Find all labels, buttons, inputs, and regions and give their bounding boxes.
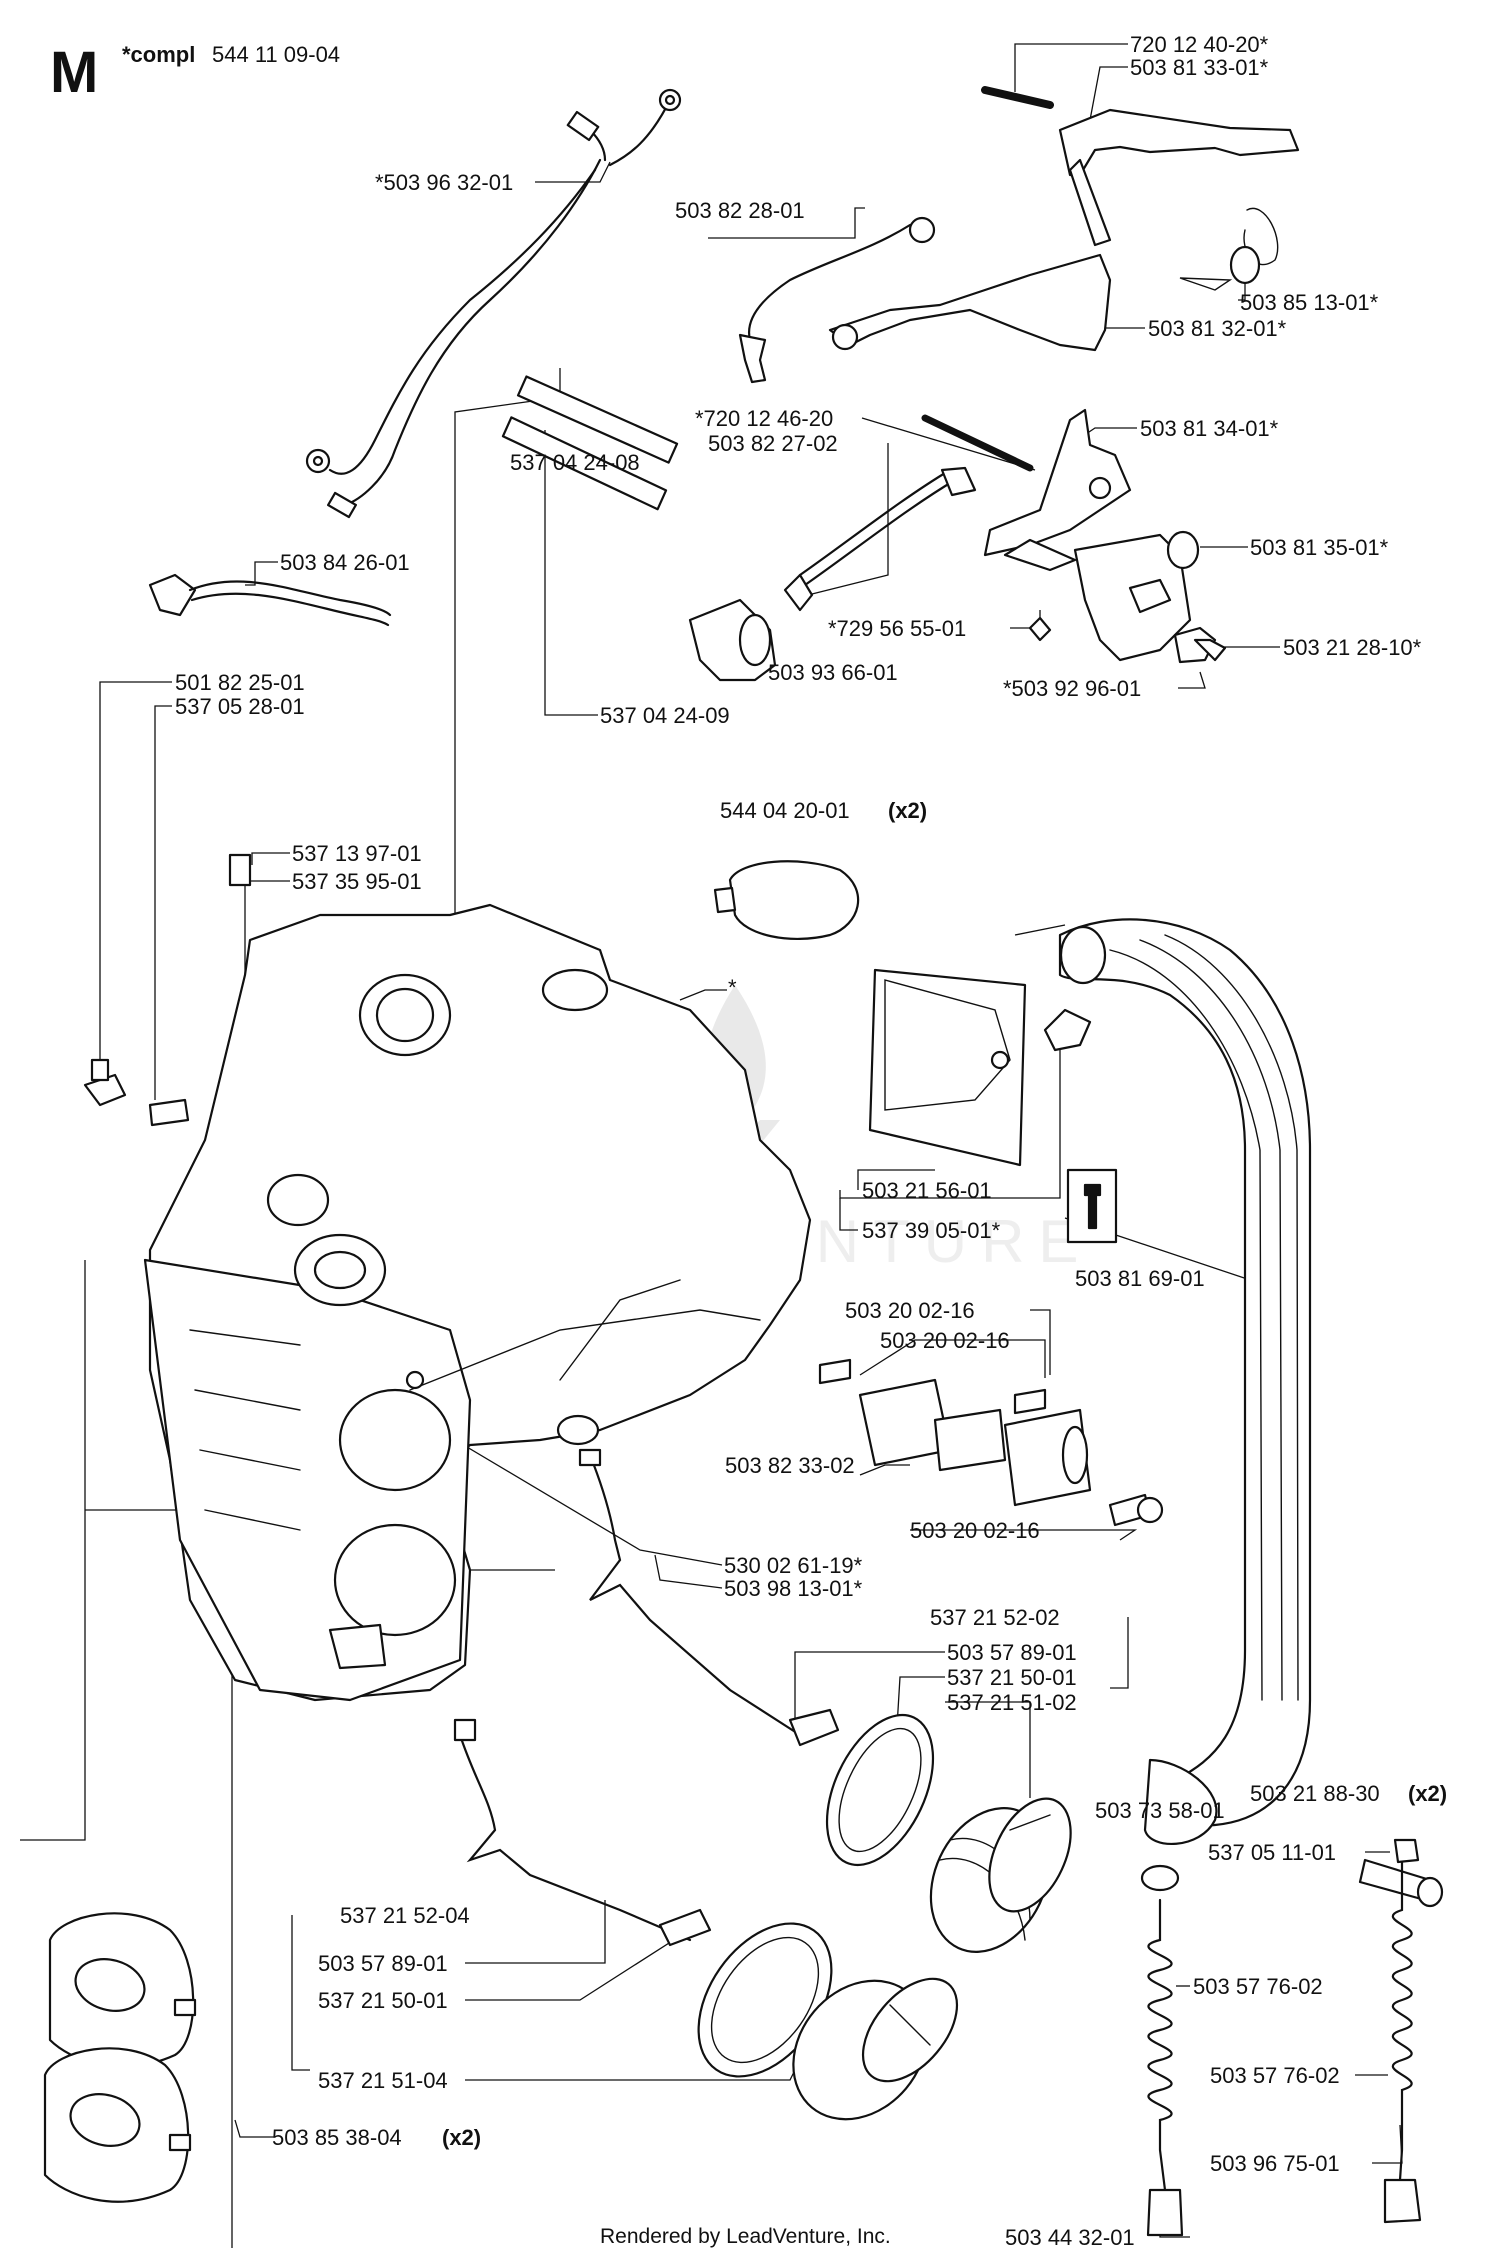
part-label: 501 82 25-01: [175, 670, 305, 695]
part-label: 503 20 02-16: [845, 1298, 975, 1323]
part-label: 503 81 33-01*: [1130, 55, 1269, 80]
part-label: 544 04 20-01: [720, 798, 850, 823]
part-label: 537 21 51-02: [947, 1690, 1077, 1715]
grommet-pair: [43, 1912, 197, 2203]
part-label-qty: (x2): [888, 798, 927, 823]
part-label: 503 85 13-01*: [1240, 290, 1379, 315]
part-label-qty: (x2): [442, 2125, 481, 2150]
part-label: 503 96 75-01: [1210, 2151, 1340, 2176]
air-filter: [868, 968, 1118, 1244]
part-label: 503 57 89-01: [318, 1951, 448, 1976]
part-labels: 720 12 40-20* 503 81 33-01* *503 96 32-0…: [175, 32, 1447, 2248]
tank-caps: [697, 1713, 1072, 2121]
part-label: 503 21 28-10*: [1283, 635, 1422, 660]
part-label: 537 04 24-09: [600, 703, 730, 728]
part-label: 537 21 50-01: [947, 1665, 1077, 1690]
part-label: 530 02 61-19*: [724, 1553, 863, 1578]
part-label: 503 81 69-01: [1075, 1266, 1205, 1291]
compl-label: *compl: [122, 42, 195, 67]
part-label: 537 05 28-01: [175, 694, 305, 719]
part-label: 537 21 52-02: [930, 1605, 1060, 1630]
fuel-tank-body: [143, 903, 812, 1702]
part-label: 503 21 56-01: [862, 1178, 992, 1203]
part-label: 537 21 51-04: [318, 2068, 448, 2093]
front-handle: [1058, 918, 1444, 1908]
part-label: 503 57 89-01: [947, 1640, 1077, 1665]
part-label: 537 04 24-08: [510, 450, 640, 475]
part-label: 503 20 02-16: [880, 1328, 1010, 1353]
part-label: 537 21 50-01: [318, 1988, 448, 2013]
part-label: 503 81 32-01*: [1148, 316, 1287, 341]
fuel-hose-springs: [1140, 1838, 1422, 2237]
plug-cap: [713, 860, 860, 941]
fuel-hoses: [148, 375, 777, 682]
part-label: *: [728, 975, 737, 1000]
tank-fittings: [83, 853, 252, 1127]
part-label: 503 82 33-02: [725, 1453, 855, 1478]
part-label: *720 12 46-20: [695, 406, 833, 431]
part-label: 503 73 58-01: [1095, 1798, 1225, 1823]
part-label: 503 57 76-02: [1193, 1974, 1323, 1999]
footer-credit: Rendered by LeadVenture, Inc.: [600, 2225, 891, 2248]
part-label: 537 05 11-01: [1208, 1840, 1336, 1865]
part-label: 537 13 97-01: [292, 841, 422, 866]
part-label: 537 21 52-04: [340, 1903, 470, 1928]
section-letter: M: [50, 40, 98, 105]
part-label: 503 98 13-01*: [724, 1576, 863, 1601]
part-label: 503 57 76-02: [1210, 2063, 1340, 2088]
part-label: 720 12 40-20*: [1130, 32, 1269, 57]
part-label: 503 20 02-16: [910, 1518, 1040, 1543]
wire-harness: [305, 88, 682, 519]
part-label: 503 82 27-02: [708, 431, 838, 456]
part-label: *503 96 32-01: [375, 170, 513, 195]
part-label: 503 84 26-01: [280, 550, 410, 575]
part-label: 503 81 35-01*: [1250, 535, 1389, 560]
part-label: 503 82 28-01: [675, 198, 805, 223]
part-label: 537 39 05-01*: [862, 1218, 1001, 1243]
fuel-pickups: [453, 1448, 840, 1947]
part-label: 503 81 34-01*: [1140, 416, 1279, 441]
part-label: *503 92 96-01: [1003, 676, 1141, 701]
compl-number: 544 11 09-04: [212, 42, 340, 67]
part-label: *729 56 55-01: [828, 616, 966, 641]
part-label: 503 85 38-04: [272, 2125, 402, 2150]
part-label: 537 35 95-01: [292, 869, 422, 894]
throttle-trigger-assembly: [738, 86, 1300, 664]
part-label: 503 44 32-01: [1005, 2225, 1135, 2248]
part-label-qty: (x2): [1408, 1781, 1447, 1806]
anti-vibration-element: [818, 1358, 1164, 1527]
part-label: 503 21 88-30: [1250, 1781, 1380, 1806]
part-label: 503 93 66-01: [768, 660, 898, 685]
